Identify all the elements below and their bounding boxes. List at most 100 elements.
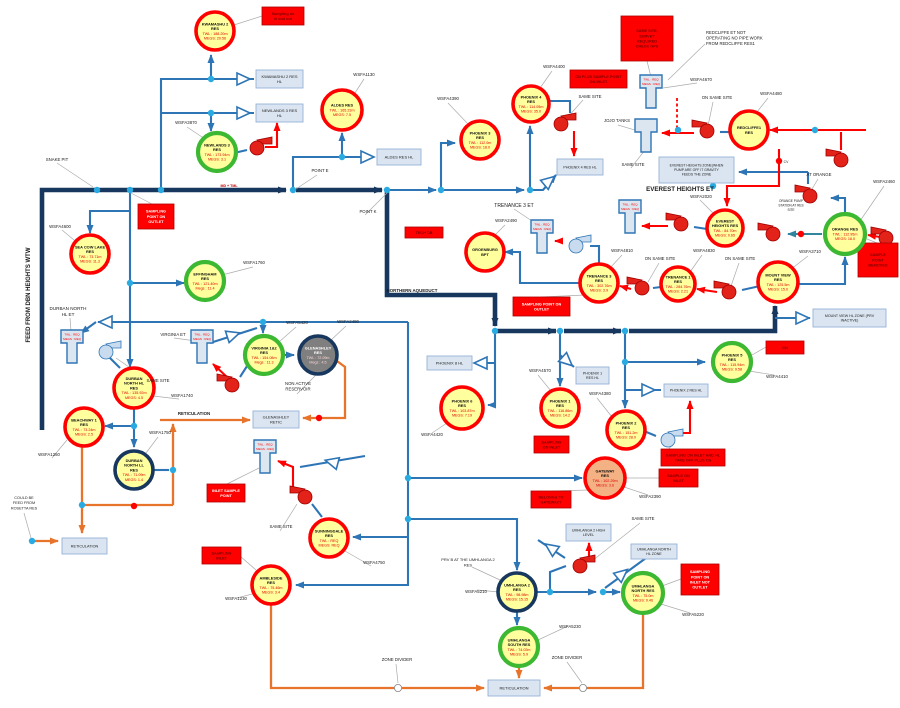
svg-text:RES: RES [260,350,268,355]
svg-text:ON SAME SITE: ON SAME SITE [702,95,733,100]
svg-text:HL: HL [277,113,283,118]
svg-text:RETIC: RETIC [270,419,282,424]
pipe-b [439,139,456,190]
svg-text:WSFA1750: WSFA1750 [149,430,171,435]
svg-text:INLET: INLET [216,556,228,560]
pump-icon [568,234,592,254]
junction-dot [404,515,412,523]
svg-text:SEA COW LAKE: SEA COW LAKE [75,244,106,249]
label-wsfa4750: WSFA4750 [363,560,385,565]
svg-text:SAMPLING: SAMPLING [211,551,231,555]
label-wsfa4600: WSFA4600 [49,224,71,229]
junction-dot [130,422,138,430]
svg-text:CN: CN [782,346,788,350]
pipe-r [867,232,881,240]
svg-text:MEGS: 1.4: MEGS: 1.4 [125,478,143,482]
svg-text:RES: RES [527,99,535,104]
zone-box-reticulation-bottom: RETICULATION [487,679,541,697]
svg-text:RES: RES [211,26,219,31]
pipe-n [629,305,779,334]
svg-text:MEGS: 20.56: MEGS: 20.56 [204,36,226,40]
svg-text:MEGS: 3.1: MEGS: 3.1 [208,157,226,161]
svg-text:ZONE DIVIDER: ZONE DIVIDER [552,655,583,660]
pump-icon [757,222,781,242]
label-wsfa4380: WSFA4380 [589,391,611,396]
svg-text:MEGS: 7.5: MEGS: 7.5 [333,113,351,117]
junction-dot [338,153,346,161]
svg-text:RETICULATION: RETICULATION [499,685,528,690]
note-connector [859,185,885,222]
svg-text:PUMP ARE OFF IT GRAVITY: PUMP ARE OFF IT GRAVITY [674,168,719,172]
label-wsfa3870: WSFA3870 [175,120,197,125]
svg-text:WSFA4670: WSFA4670 [690,77,712,82]
note-box-cn: CN [765,340,805,355]
svg-text:SAME SITE: SAME SITE [632,516,655,521]
svg-text:WSFA1760: WSFA1760 [243,260,265,265]
svg-text:PHOENIX 4 RES HL: PHOENIX 4 RES HL [563,165,596,169]
svg-text:CHECK GPS: CHECK GPS [636,44,659,48]
svg-text:ALDES RES: ALDES RES [331,103,354,108]
note-connector [493,224,506,237]
pipe-b [295,322,410,589]
note-connector [233,15,263,26]
note-connector [69,317,72,332]
svg-text:TWL : 84.70m: TWL : 84.70m [713,229,736,233]
svg-text:RES: RES [201,276,209,281]
svg-text:VIRGINIA 1&2: VIRGINIA 1&2 [251,345,277,350]
svg-text:RES: RES [513,587,521,592]
svg-text:WSFA1250: WSFA1250 [38,452,60,457]
svg-text:MEGS : REQ: MEGS : REQ [63,337,82,341]
junction-dot [546,588,554,596]
pipe-o [269,604,485,692]
svg-text:FEED FROM DBN HEIGHTS WTW: FEED FROM DBN HEIGHTS WTW [26,247,32,342]
svg-text:AT ORANGE: AT ORANGE [807,172,832,177]
note-connector [364,191,389,216]
label-wsfa3710: WSFA3710 [799,249,821,254]
zone-box-phoenix-4-res-hl: PHOENIX 4 RES HL [556,158,604,176]
svg-text:WSFA4480: WSFA4480 [760,91,782,96]
junction-dot [93,186,101,194]
pipe-b [487,331,497,409]
svg-text:WSFA1230: WSFA1230 [225,596,247,601]
valve-icon [323,456,341,471]
svg-text:INACTIVE): INACTIVE) [841,319,859,323]
svg-text:WSFA4830: WSFA4830 [693,248,715,253]
svg-text:RES: RES [458,403,466,408]
label-snake-pit: SNAKE PIT [46,157,69,162]
svg-text:CV: CV [784,160,789,164]
svg-text:TAKE OFF PLUS CN: TAKE OFF PLUS CN [675,458,712,462]
svg-text:HL ZONE: HL ZONE [646,552,662,556]
svg-text:RES: RES [674,279,682,284]
note-connector [662,82,698,89]
svg-text:RES: RES [464,562,473,567]
svg-text:ON INLET: ON INLET [543,445,561,449]
svg-text:UMHLANGA: UMHLANGA [632,583,655,588]
svg-text:RES: RES [622,425,630,430]
svg-text:POINT ON: POINT ON [691,575,710,579]
svg-text:ALDES RES HL: ALDES RES HL [385,154,414,159]
svg-text:MEGS: 5.9: MEGS: 5.9 [510,652,528,656]
pump-icon [216,373,240,393]
svg-text:SOUTH RES: SOUTH RES [508,642,531,647]
svg-text:PHOENIX 2: PHOENIX 2 [616,420,638,425]
label-at-orange: AT ORANGE [807,172,832,177]
svg-text:TWL : 112.0m: TWL : 112.0m [469,141,492,145]
pipe-b [504,248,580,285]
svg-text:SURVEY: SURVEY [639,34,655,38]
svg-text:RES: RES [267,580,275,585]
svg-text:TWL : 284.76m: TWL : 284.76m [665,285,690,289]
label-same-site: SAME SITE [270,524,293,529]
svg-text:FEED FROM: FEED FROM [13,501,35,505]
note-connector [730,262,740,287]
valve-icon [97,314,113,330]
svg-text:UMHLANGA: UMHLANGA [508,637,531,642]
